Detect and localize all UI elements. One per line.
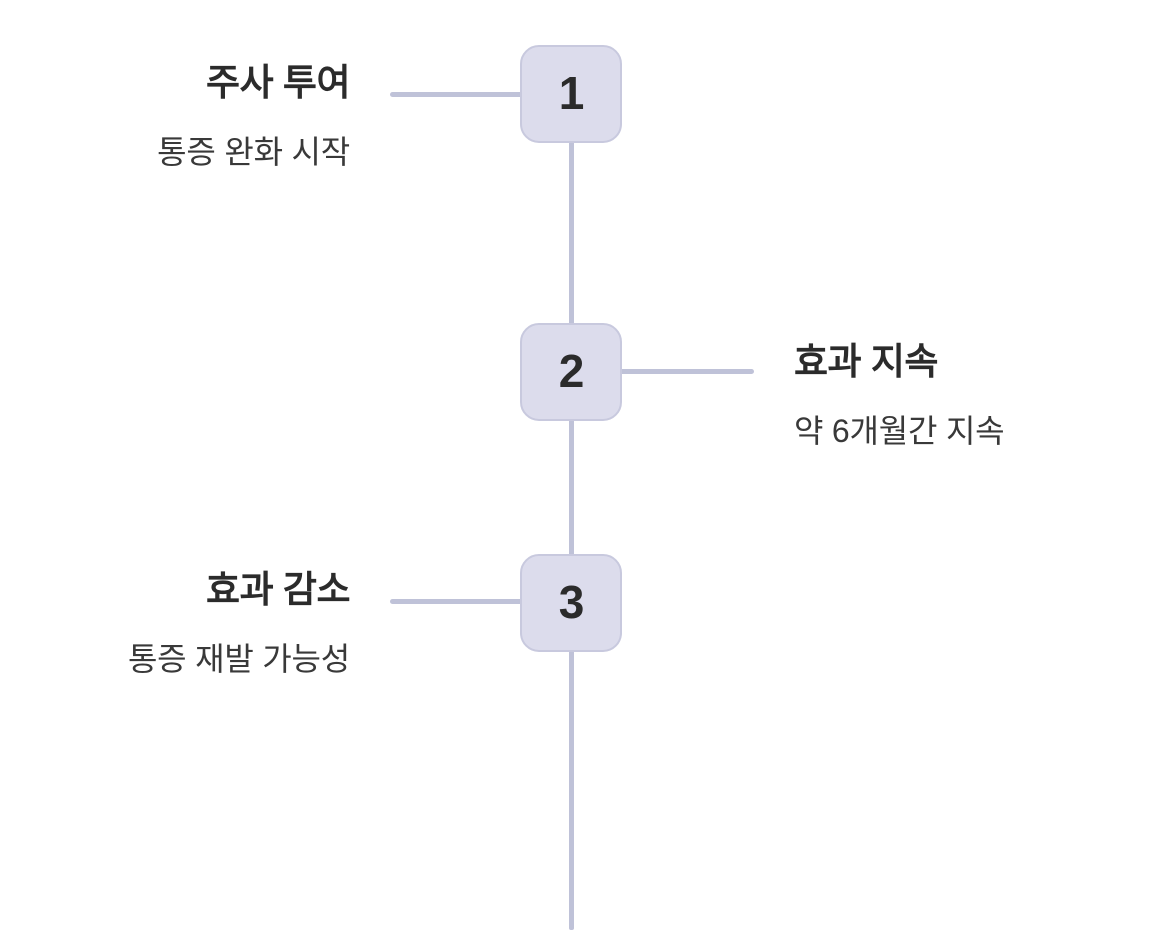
step-title-3: 효과 감소 [206, 569, 350, 610]
step-content-3: 효과 감소 통증 재발 가능성 [118, 569, 351, 685]
step-content-2: 효과 지속 약 6개월간 지속 [794, 341, 1042, 457]
step-badge-1[interactable]: 1 [520, 45, 622, 143]
step-title-2: 효과 지속 [794, 341, 938, 382]
step-number-2: 2 [558, 345, 585, 397]
step-number-3: 3 [558, 576, 585, 628]
step-title-1: 주사 투여 [206, 62, 350, 103]
timeline-spine [569, 50, 574, 930]
step-number-1: 1 [558, 67, 585, 119]
step-description-3: 통증 재발 가능성 [127, 640, 350, 677]
step-description-1: 통증 완화 시작 [157, 133, 350, 170]
step-badge-2[interactable]: 2 [520, 323, 622, 421]
step-description-2: 약 6개월간 지속 [794, 412, 1005, 449]
step-badge-3[interactable]: 3 [520, 554, 622, 652]
step-content-1: 주사 투여 통증 완화 시작 [118, 62, 350, 178]
connector-line-step-3 [390, 599, 528, 604]
connector-line-step-2 [616, 369, 754, 374]
connector-line-step-1 [390, 92, 528, 97]
